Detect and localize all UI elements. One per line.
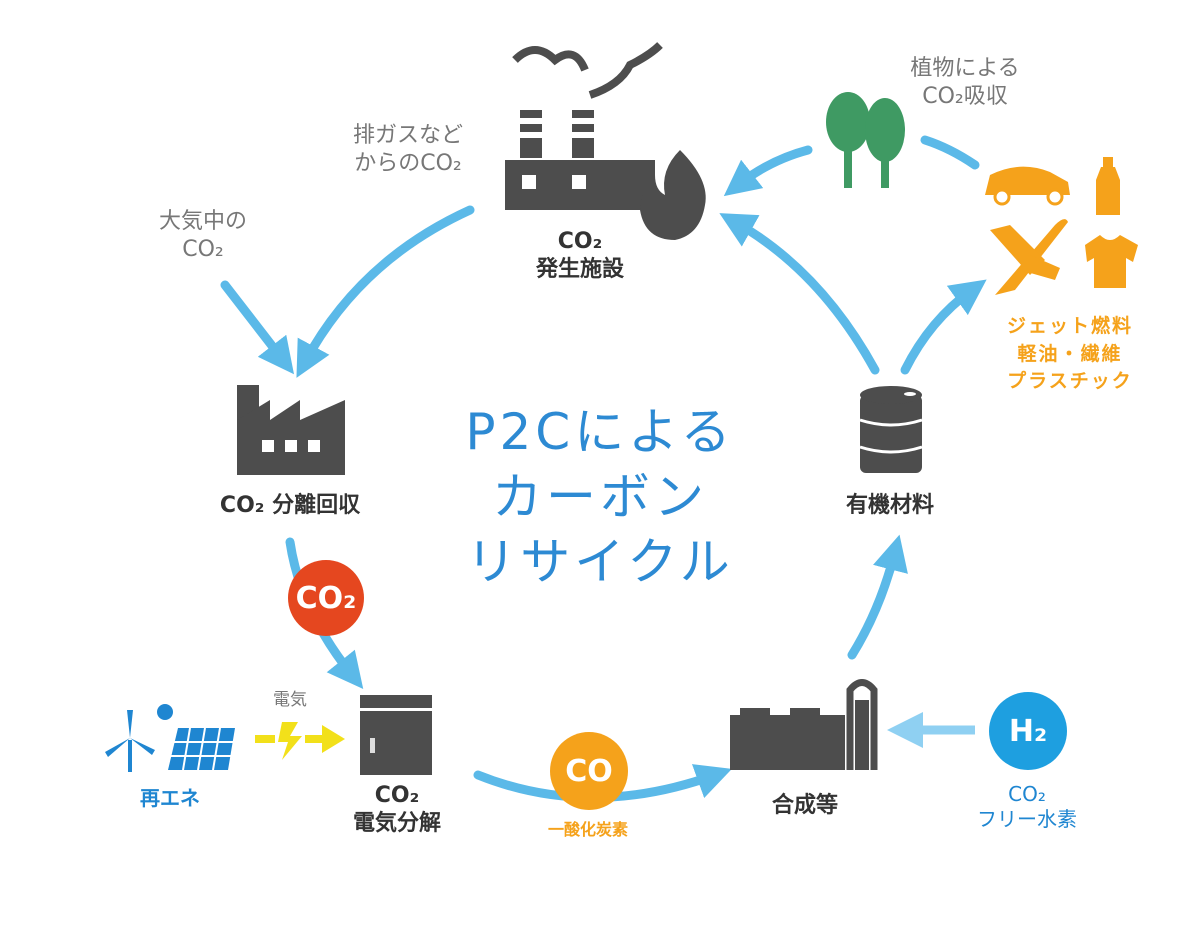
co-label: 一酸化炭素 [547,820,629,839]
plants-label-line1: 植物による [910,56,1020,81]
atmosphere-label-line1: 大気中の [158,209,248,234]
co-badge: CO [550,732,628,810]
products-label: ジェット燃料軽油・繊維プラスチック [1007,313,1133,396]
arrow-atmosphere-to-separation [220,280,295,375]
products-label-line1: ジェット燃料 [1006,315,1134,337]
arrow-synthesis-to-organic [847,534,908,660]
synthesis-plant-icon [730,679,878,770]
electricity-label: 電気 [273,690,307,710]
title-line3: リサイクル [466,533,734,591]
exhaust-label-line1: 排ガスなど [352,123,464,148]
barrel-icon [859,386,923,473]
atmosphere-label-line2: CO₂ [182,236,224,262]
separation-label: CO₂ 分離回収 [219,493,361,518]
airplane-icon [990,219,1068,295]
exhaust-label: 排ガスなどからのCO₂ [353,122,463,177]
arrow-organic-to-emission [719,213,880,375]
arrow-organic-to-products [900,279,987,375]
h2-badge: H₂ [989,692,1067,770]
title-line1: P2Cによる [465,403,735,461]
electrolysis-label-line2: 電気分解 [352,810,442,836]
arrow-plants-to-emission [723,145,813,197]
diagram-title: P2Cによるカーボンリサイクル [465,400,734,595]
separation-factory-icon [237,385,345,475]
renewable-energy-icon [105,704,235,772]
products-label-line2: 軽油・繊維 [1017,342,1123,365]
products-label-line3: プラスチック [1007,370,1133,393]
electricity-arrow-icon [255,722,345,760]
car-icon [985,166,1070,206]
electrolysis-label-line1: CO₂ [374,783,420,808]
emission-facility-label-line1: CO₂ [557,229,603,254]
tshirt-icon [1085,235,1138,288]
h2-label-line1: CO₂ [1008,782,1046,806]
trees-icon [826,92,905,188]
title-line2: カーボン [492,468,708,526]
co2-badge: CO₂ [288,560,364,636]
emission-facility-label-line2: 発生施設 [535,256,625,282]
arrow-products-to-plants [920,135,980,170]
plants-label-line2: CO₂吸収 [922,83,1008,109]
h2-label-line2: フリー水素 [977,807,1077,831]
electrolysis-device-icon [360,695,432,775]
exhaust-label-line2: からのCO₂ [354,150,462,176]
arrow-emission-to-separation [296,205,475,378]
renewable-label: 再エネ [140,786,200,810]
organic-material-label: 有機材料 [845,493,935,518]
bottle-icon [1096,157,1120,215]
synthesis-label: 合成等 [771,793,839,818]
emission-facility-icon [505,42,706,240]
